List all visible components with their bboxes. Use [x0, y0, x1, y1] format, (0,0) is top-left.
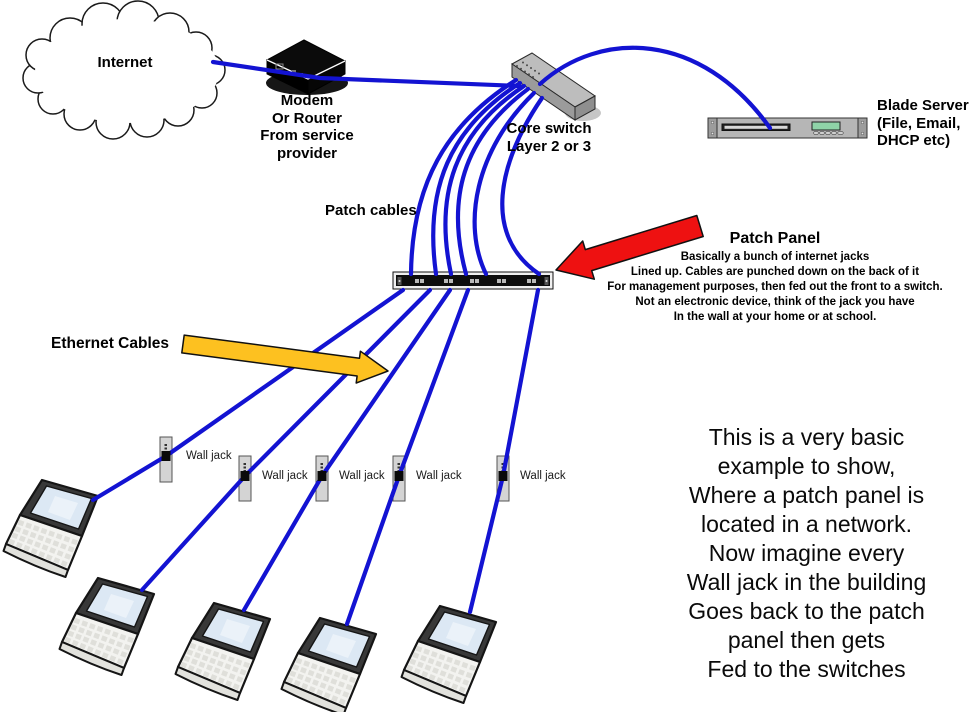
wall-jack-label-1: Wall jack — [186, 450, 232, 462]
cable-switch-to-server — [537, 45, 773, 131]
ethernet-cable-3 — [241, 287, 453, 613]
modem-label-line: Or Router — [271, 109, 342, 127]
patch-cable-3 — [443, 83, 527, 277]
laptop-2 — [60, 578, 155, 675]
patch-panel-description-line: Not an electronic device, think of the j… — [635, 296, 915, 308]
modem-label-line: provider — [276, 144, 337, 162]
note-line: Goes back to the patch — [688, 598, 925, 624]
laptop-5 — [402, 606, 497, 703]
patch-panel-device — [392, 271, 554, 290]
note-line: This is a very basic — [708, 424, 905, 450]
note-text: This is a very basic example to show, Wh… — [640, 423, 973, 684]
note-line: Where a patch panel is — [688, 482, 925, 508]
wall-jack-label-4: Wall jack — [416, 470, 462, 482]
core-switch-label-line: Layer 2 or 3 — [506, 137, 592, 155]
core-switch-device — [511, 52, 601, 121]
ethernet-cable-4 — [344, 287, 471, 627]
modem-label-line: From service — [260, 127, 354, 144]
wall-jack-connectors — [161, 451, 508, 481]
modem-device — [265, 39, 348, 95]
patch-cable-1 — [408, 77, 519, 277]
patch-panel-description-line: Lined up. Cables are punched down on the… — [630, 266, 920, 278]
patch-cable-4 — [455, 86, 531, 277]
patch-cable-2 — [431, 80, 523, 277]
note-line: Fed to the switches — [707, 656, 906, 682]
wall-jack-label-2: Wall jack — [262, 470, 308, 482]
ethernet-cables-label: Ethernet Cables — [51, 335, 170, 352]
patch-panel-title: Patch Panel — [729, 230, 821, 247]
laptop-1 — [4, 480, 99, 577]
blade-server-label-line: DHCP etc) — [877, 132, 951, 149]
blade-server-device — [707, 117, 868, 139]
note-line: located in a network. — [701, 511, 912, 537]
ethernet-cables-arrow — [181, 334, 389, 384]
laptop-3 — [176, 603, 271, 700]
note-line: Wall jack in the building — [686, 569, 927, 595]
note-line: example to show, — [717, 453, 896, 479]
patch-panel-description: Basically a bunch of internet jacks Line… — [563, 250, 977, 325]
blade-server-label: Blade Server (File, Email, DHCP etc) — [877, 97, 969, 150]
core-switch-label: Core switch Layer 2 or 3 — [479, 120, 619, 155]
note-line: Now imagine every — [708, 540, 905, 566]
internet-label: Internet — [97, 54, 153, 71]
note-line: panel then gets — [727, 627, 886, 653]
modem-label: Modem Or Router From service provider — [237, 92, 377, 162]
modem-label-line: Modem — [280, 92, 334, 109]
cable-internet-to-switch — [210, 59, 523, 89]
ethernet-cable-5 — [467, 287, 541, 615]
core-switch-label-line: Core switch — [506, 120, 592, 137]
patch-panel-arrow — [555, 214, 704, 280]
patch-panel-description-line: In the wall at your home or at school. — [673, 311, 877, 323]
laptop-4 — [282, 618, 377, 712]
patch-cable-6 — [500, 95, 545, 277]
internet-cloud — [22, 0, 226, 140]
wall-jack-label-3: Wall jack — [339, 470, 385, 482]
patch-panel-description-line: Basically a bunch of internet jacks — [680, 251, 870, 263]
patch-cable-5 — [472, 90, 537, 277]
server-lcd — [811, 121, 841, 131]
blade-server-label-line: (File, Email, — [877, 114, 961, 132]
wall-jack-label-5: Wall jack — [520, 470, 566, 482]
patch-panel-description-line: For management purposes, then fed out th… — [607, 281, 943, 293]
blade-server-label-line: Blade Server — [877, 97, 969, 114]
patch-cables-label: Patch cables — [325, 202, 417, 219]
